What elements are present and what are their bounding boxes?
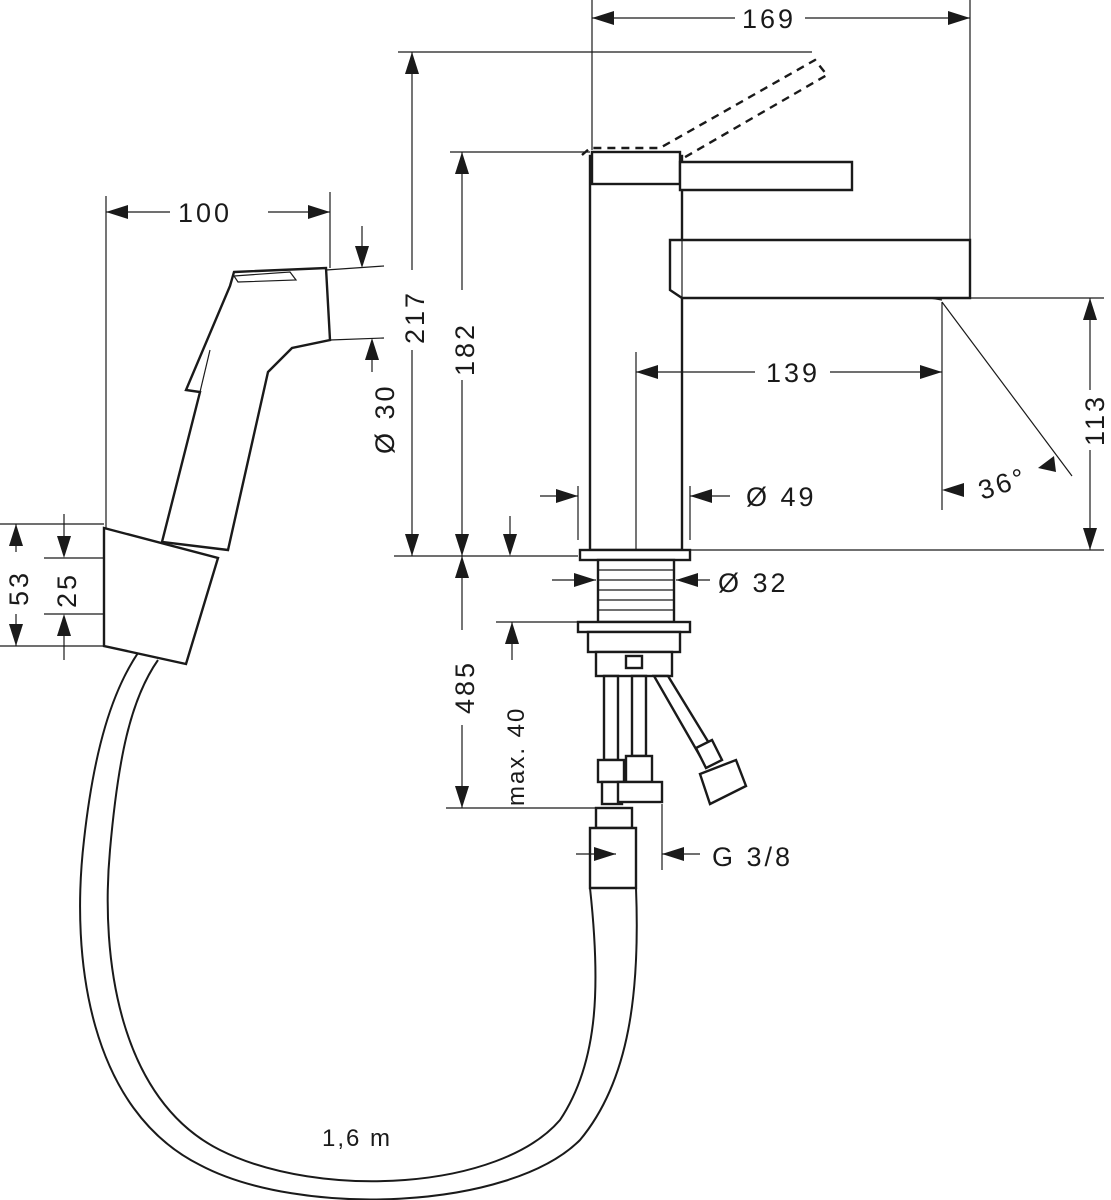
dim-182-label: 182 [450,322,480,376]
supply-hose-left [602,674,620,762]
threaded-shank [596,558,676,624]
dim-53-label: 53 [4,570,34,606]
dim-36-label: 36° [975,462,1032,506]
handle-cap [590,150,682,186]
handshower-holder [102,526,220,666]
lever-open-position [581,58,829,162]
dim-30-label: Ø 30 [370,383,400,454]
hose-inner [79,649,638,1200]
dim-thread-label: G 3/8 [712,842,793,872]
dim-485-label: 485 [450,660,480,714]
base-plate [578,548,692,562]
dim-217-label: 217 [400,290,430,344]
dim-max40-label: max. 40 [503,707,530,806]
hose-connector [594,806,634,830]
mounting-nut [576,620,692,634]
dim-100-label: 100 [178,198,232,228]
handshower-head [160,266,332,552]
dim-25-label: 25 [52,572,82,608]
hose-outer [106,659,597,1183]
dim-139-label: 139 [766,358,820,388]
handshower [160,266,332,552]
faucet [576,58,972,890]
dim-49-label: Ø 49 [746,482,817,512]
lever-handle [678,160,854,192]
dimension-lines [0,0,1104,870]
dim-32-label: Ø 32 [718,568,789,598]
spout [668,238,972,300]
dim-169-label: 169 [742,4,796,34]
dim-hose-label: 1,6 m [322,1125,392,1152]
dim-113-label: 113 [1080,394,1110,446]
